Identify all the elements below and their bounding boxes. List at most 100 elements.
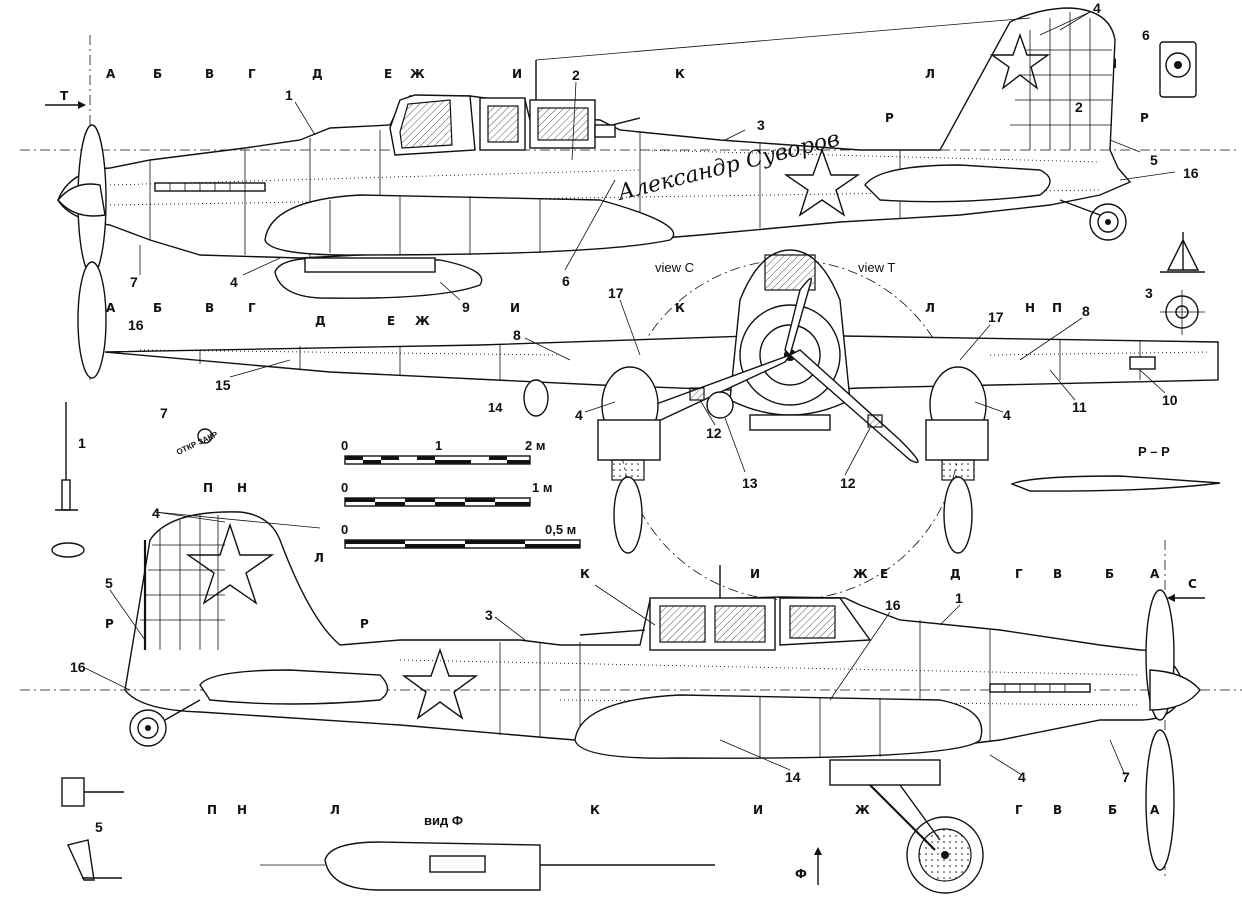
callout-10: 10 [1162, 392, 1178, 408]
callout-4-bottom: 4 [152, 505, 160, 521]
callout-5-detail: 5 [95, 819, 103, 835]
section-r-top-left: Р [885, 111, 894, 125]
callout-3-top: 3 [757, 117, 765, 133]
station-a-bottom: А [1150, 803, 1160, 817]
direction-t: Т [60, 89, 69, 103]
scale1-mid: 1 [435, 438, 442, 453]
station-a-top: А [106, 67, 116, 81]
callout-4-front-left: 4 [575, 407, 583, 423]
station-p-bottom: П [207, 803, 217, 817]
station-n-mid: Н [1025, 301, 1035, 315]
direction-arrows [45, 101, 1205, 885]
callout-7-detail: 7 [160, 405, 168, 421]
station-b-mid: Б [153, 301, 162, 315]
callout-7-bottom: 7 [1122, 769, 1130, 785]
callout-16-bottom-left: 16 [70, 659, 86, 675]
station-v-top: В [205, 67, 214, 81]
station-p-mid: П [1052, 301, 1062, 315]
callout-8-right: 8 [1082, 303, 1090, 319]
station-b-bottom-upper: Б [1105, 567, 1114, 581]
station-k-top: К [675, 67, 685, 81]
station-l-bottom: Л [330, 803, 340, 817]
callout-12-left: 12 [706, 425, 722, 441]
station-l-left: Л [314, 551, 324, 565]
station-v-bottom-upper: В [1053, 567, 1062, 581]
station-b-top: Б [153, 67, 162, 81]
callout-4-bottom-right: 4 [1018, 769, 1026, 785]
station-p-left: П [203, 481, 213, 495]
callout-7-top: 7 [130, 274, 138, 290]
callout-12-right: 12 [840, 475, 856, 491]
callout-8-left: 8 [513, 327, 521, 343]
callout-1-bottom: 1 [955, 590, 963, 606]
station-g-top: Г [248, 67, 256, 81]
callout-17-left: 17 [608, 285, 624, 301]
callout-13: 13 [742, 475, 758, 491]
view-c-label: view C [655, 260, 694, 275]
scale3-end: 0,5 м [545, 522, 576, 537]
direction-s: С [1188, 577, 1197, 591]
callout-9-top: 9 [462, 299, 470, 315]
station-d-top: Д [312, 67, 323, 81]
callout-6-side: 6 [562, 273, 570, 289]
leader-lines [84, 11, 1176, 776]
station-n-bottom: Н [237, 803, 247, 817]
callout-15: 15 [215, 377, 231, 393]
callout-1-detail: 1 [78, 435, 86, 451]
scale1-end: 2 м [525, 438, 545, 453]
station-e-bottom-upper: Е [880, 567, 888, 581]
station-b-bottom: Б [1108, 803, 1117, 817]
station-l-top: Л [925, 67, 935, 81]
scale-bars: 0 1 2 м 0 1 м 0 0,5 м [341, 438, 581, 549]
callout-4-top-wing: 4 [230, 274, 238, 290]
section-r-bottom-left: Р [105, 617, 114, 631]
station-e-mid: Е [387, 314, 395, 328]
station-zh-bottom: Ж [855, 803, 870, 817]
callout-6-top: 6 [1142, 27, 1150, 43]
station-d-mid: Д [315, 314, 326, 328]
station-g-mid: Г [248, 301, 256, 315]
callout-11: 11 [1072, 399, 1087, 415]
callout-numbers: 1 2 3 4 5 6 7 9 16 4 I 6 3 8 15 16 17 17… [70, 0, 1199, 835]
station-zh-mid: Ж [415, 314, 430, 328]
section-r-top-right: Р [1140, 111, 1149, 125]
callout-14-bottom: 14 [785, 769, 801, 785]
callout-3-side: 3 [1145, 285, 1153, 301]
station-i-bottom: И [753, 803, 763, 817]
callout-17-right: 17 [988, 309, 1004, 325]
station-g-bottom: Г [1015, 803, 1023, 817]
scale2-zero: 0 [341, 480, 348, 495]
station-v-bottom: В [1053, 803, 1062, 817]
roman-numeral-marking: I [1113, 55, 1117, 71]
station-zh-bottom-upper: Ж [853, 567, 868, 581]
callout-3-bottom: 3 [485, 607, 493, 623]
station-l-mid: Л [925, 301, 935, 315]
view-t-label: view T [858, 260, 895, 275]
station-zh-top: Ж [410, 67, 425, 81]
callout-5-bottom: 5 [105, 575, 113, 591]
vid-f-label: вид Ф [424, 813, 463, 828]
callout-2-top: 2 [572, 67, 580, 83]
side-view-bottom [20, 511, 1242, 894]
station-letters: Т С Ф А Б В Г Д Е Ж И К Л А Б В Г Д Е Ж … [60, 67, 1197, 881]
open-close-label: ОТКР ЗАКР [175, 430, 220, 457]
station-i-bottom-upper: И [750, 567, 760, 581]
station-i-top: И [512, 67, 522, 81]
direction-f: Ф [795, 867, 807, 881]
station-k-bottom-upper: К [580, 567, 590, 581]
station-d-bottom-upper: Д [950, 567, 961, 581]
station-i-mid: И [510, 301, 520, 315]
station-a-bottom-upper: А [1150, 567, 1160, 581]
scale3-zero: 0 [341, 522, 348, 537]
station-k-bottom: К [590, 803, 600, 817]
station-a-mid: А [106, 301, 116, 315]
callout-5-top: 5 [1150, 152, 1158, 168]
callout-4-front-right: 4 [1003, 407, 1011, 423]
tail-number-top: 2 [1075, 99, 1083, 115]
station-n-left: Н [237, 481, 247, 495]
section-pp-label: Р – Р [1138, 444, 1170, 459]
scale2-end: 1 м [532, 480, 552, 495]
scale1-zero: 0 [341, 438, 348, 453]
